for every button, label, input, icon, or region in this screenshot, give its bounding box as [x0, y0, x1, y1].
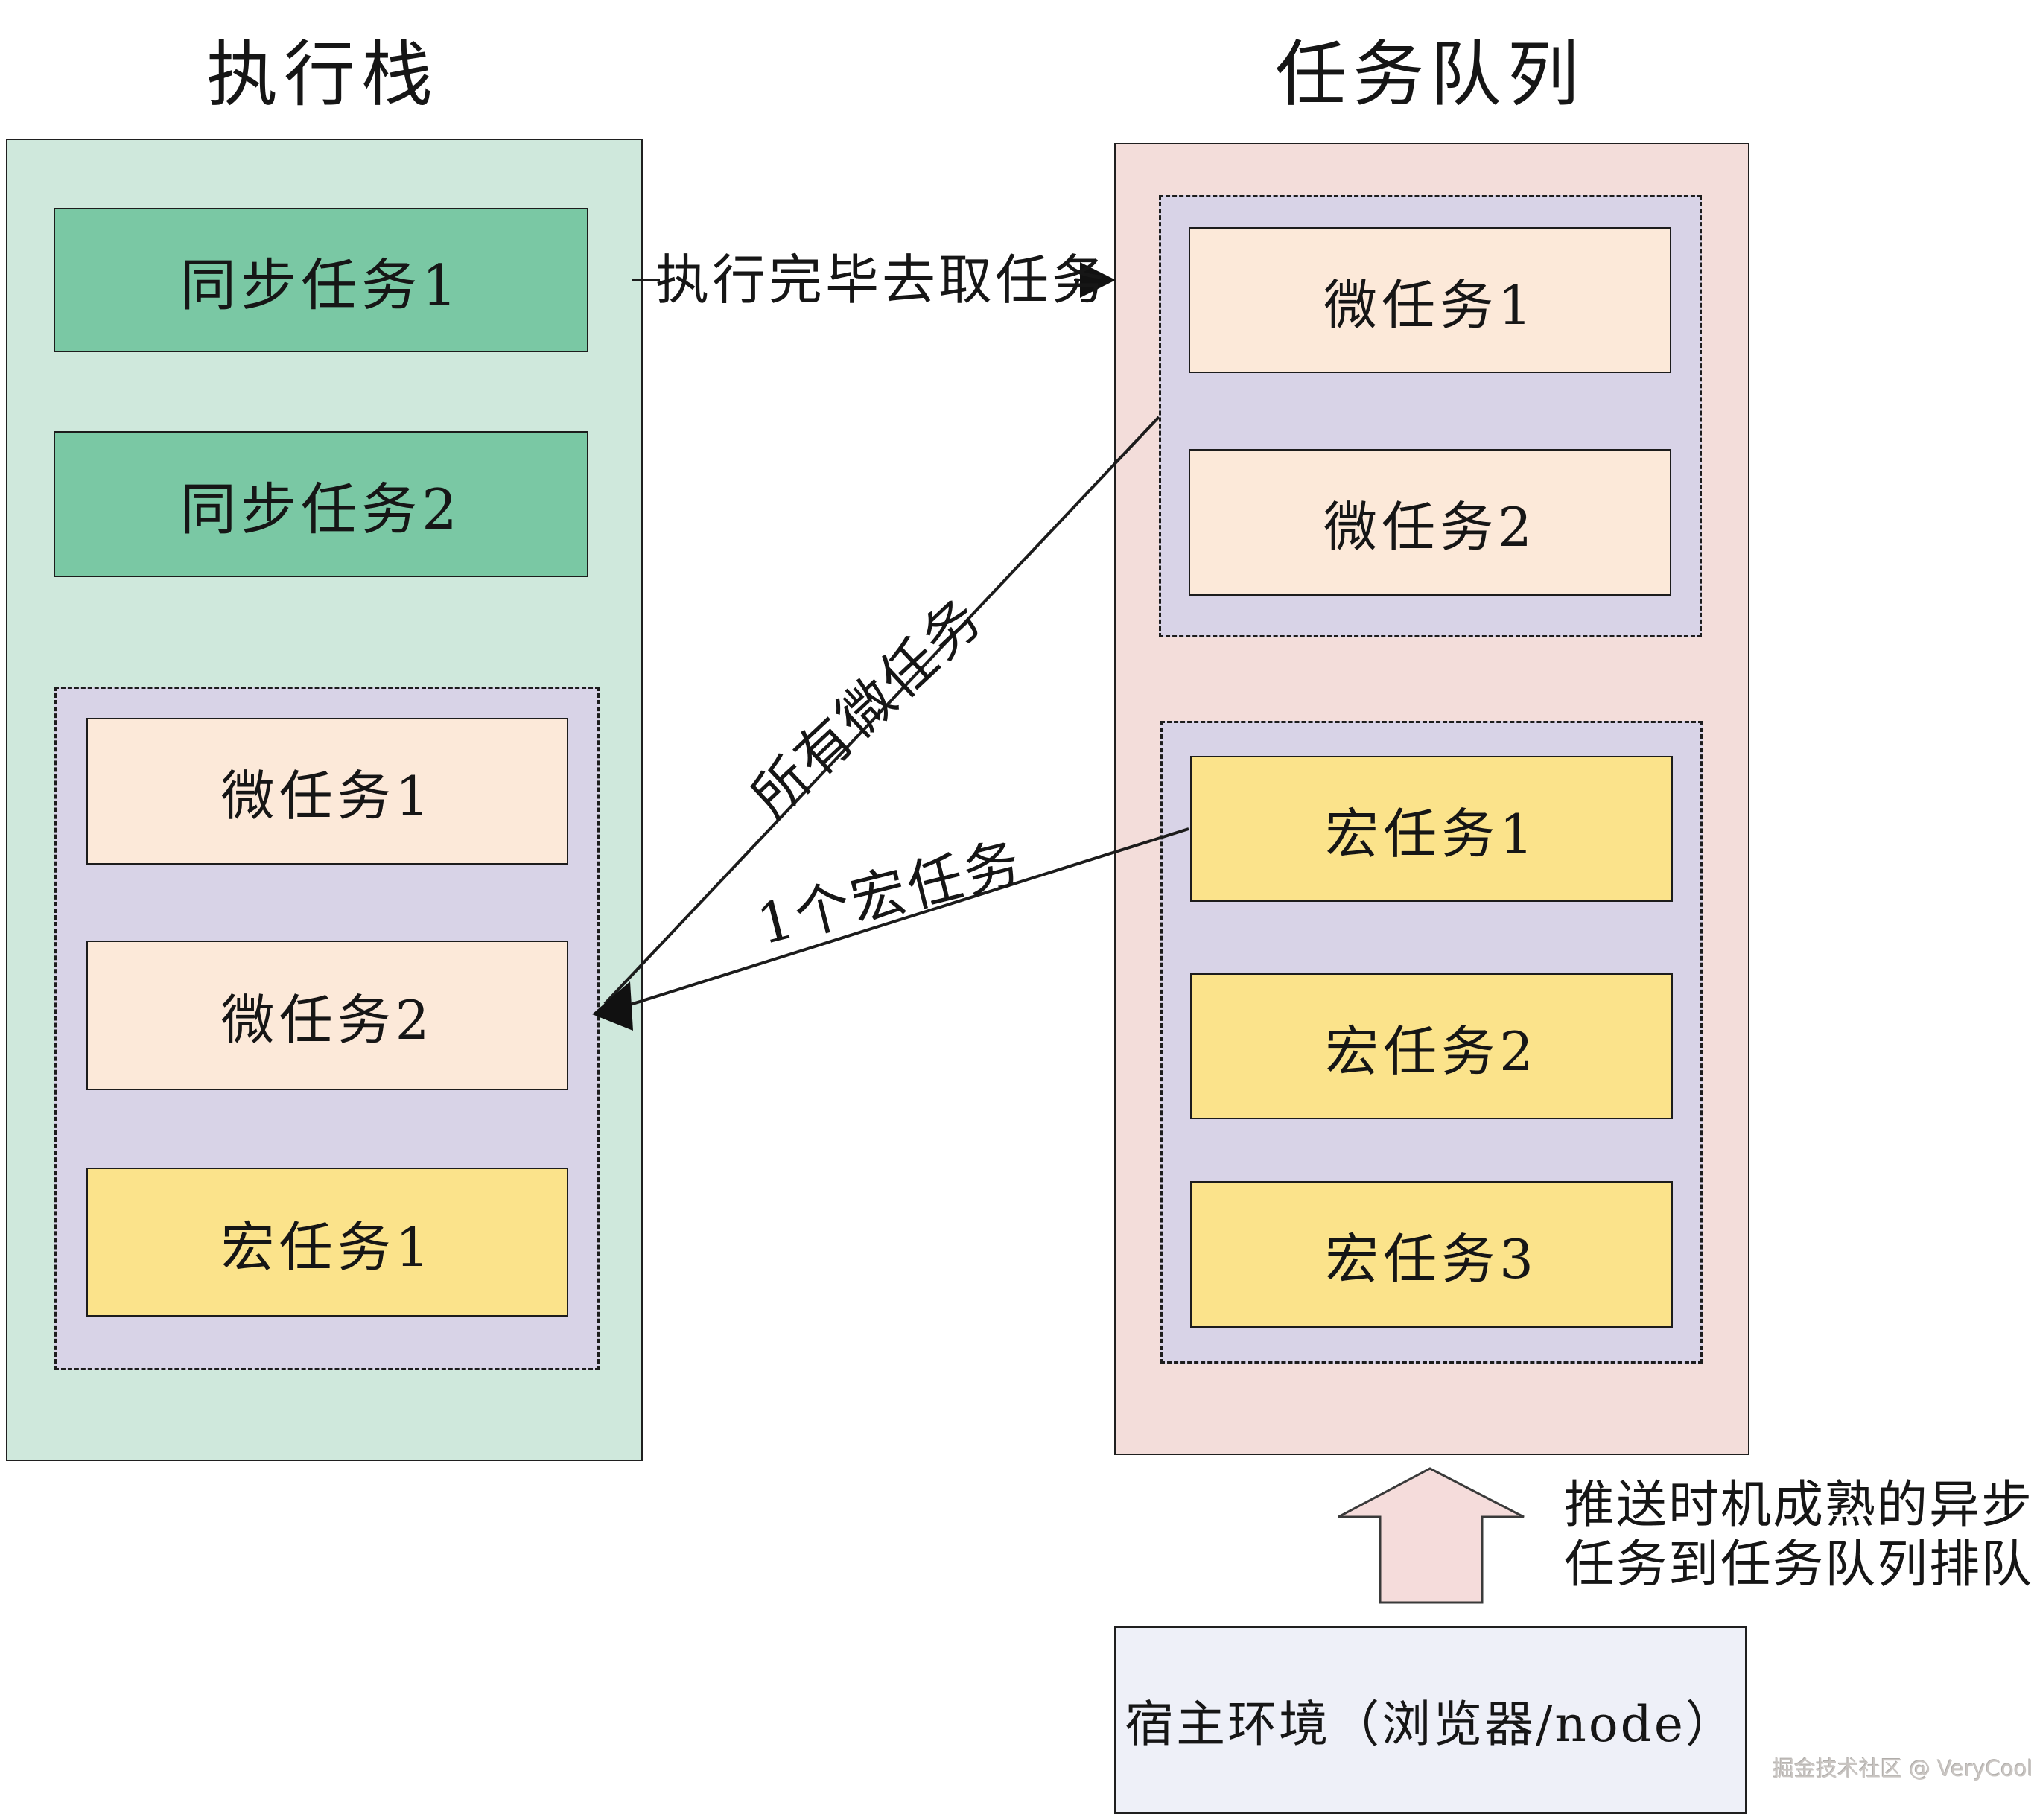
task-queue-title: 任务队列: [1275, 33, 1585, 116]
queue-micro-task-1-box: 微任务1: [1189, 227, 1671, 373]
all-micro-label: 所有微任务: [740, 585, 996, 830]
execution-stack-title: 执行栈: [206, 33, 439, 116]
queue-macro-task-1-box: 宏任务1: [1190, 756, 1673, 902]
host-environment-box: 宿主环境（浏览器/node）: [1114, 1626, 1747, 1814]
push-up-arrow-icon: [1338, 1467, 1525, 1604]
queue-macro-task-2-box: 宏任务2: [1190, 973, 1673, 1119]
push-caption-line2: 任务到任务队列排队: [1564, 1536, 2034, 1594]
stack-micro-task-2-box: 微任务2: [86, 941, 568, 1090]
fetch-arrow-label: 执行完毕去取任务: [655, 249, 1109, 311]
queue-micro-task-2-box: 微任务2: [1189, 449, 1671, 596]
sync-task-2-box: 同步任务2: [54, 431, 588, 577]
watermark: 掘金技术社区 @ VeryCool: [1773, 1756, 2033, 1781]
queue-macro-task-3-box: 宏任务3: [1190, 1181, 1673, 1328]
stack-micro-task-1-box: 微任务1: [86, 718, 568, 865]
stack-macro-task-1-box: 宏任务1: [86, 1168, 568, 1317]
push-caption-line1: 推送时机成熟的异步: [1564, 1476, 2034, 1535]
push-caption: 推送时机成熟的异步 任务到任务队列排队: [1564, 1476, 2033, 1595]
sync-task-1-box: 同步任务1: [54, 208, 588, 352]
